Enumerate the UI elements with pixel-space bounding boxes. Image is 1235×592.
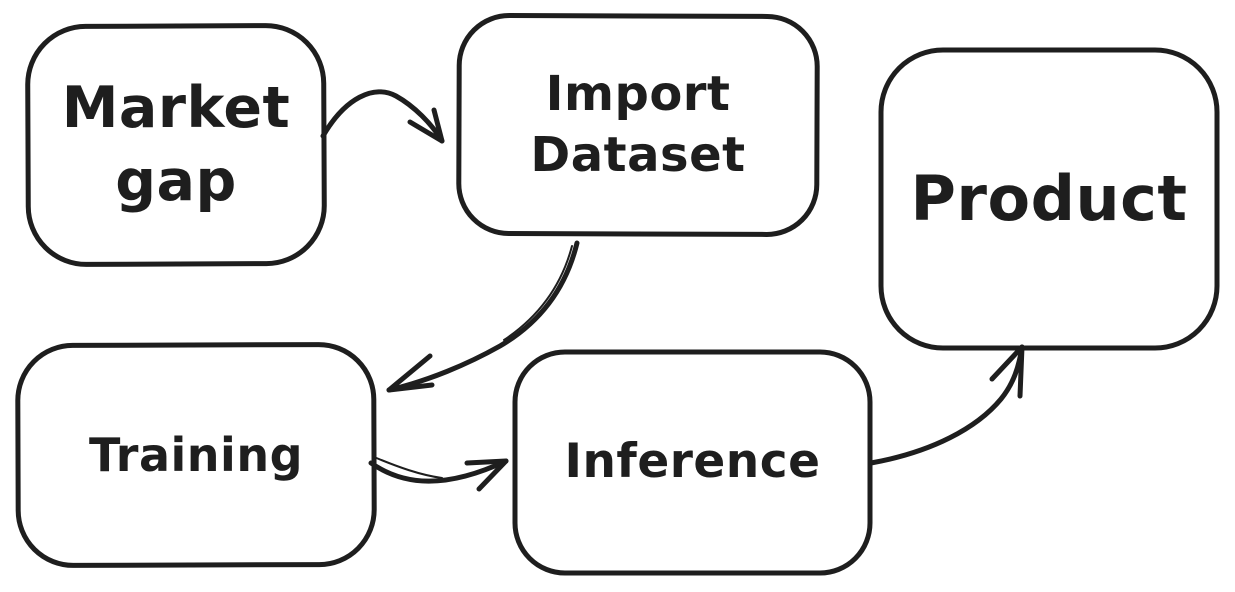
- arrow-import-dataset-to-training: [386, 240, 580, 393]
- arrow-shaft-doubled-stroke: [373, 456, 443, 479]
- node-box-market-gap: [25, 23, 327, 267]
- arrow-training-to-inference: [368, 456, 509, 492]
- arrow-shaft-doubled-stroke: [503, 245, 573, 341]
- node-box-training: [15, 342, 377, 568]
- arrowhead-icon: [989, 344, 1025, 399]
- arrow-shaft: [386, 240, 580, 393]
- arrow-shaft: [320, 89, 445, 144]
- arrow-shaft: [868, 344, 1025, 466]
- arrowhead-icon: [407, 107, 445, 144]
- node-box-inference: [512, 349, 873, 576]
- node-box-product: [878, 47, 1220, 351]
- arrowhead-icon: [386, 353, 435, 393]
- node-box-import-dataset: [456, 13, 820, 237]
- arrow-market-gap-to-import-dataset: [320, 89, 445, 144]
- arrow-shaft: [368, 458, 509, 484]
- arrowhead-icon: [464, 458, 509, 492]
- arrow-inference-to-product: [868, 344, 1025, 466]
